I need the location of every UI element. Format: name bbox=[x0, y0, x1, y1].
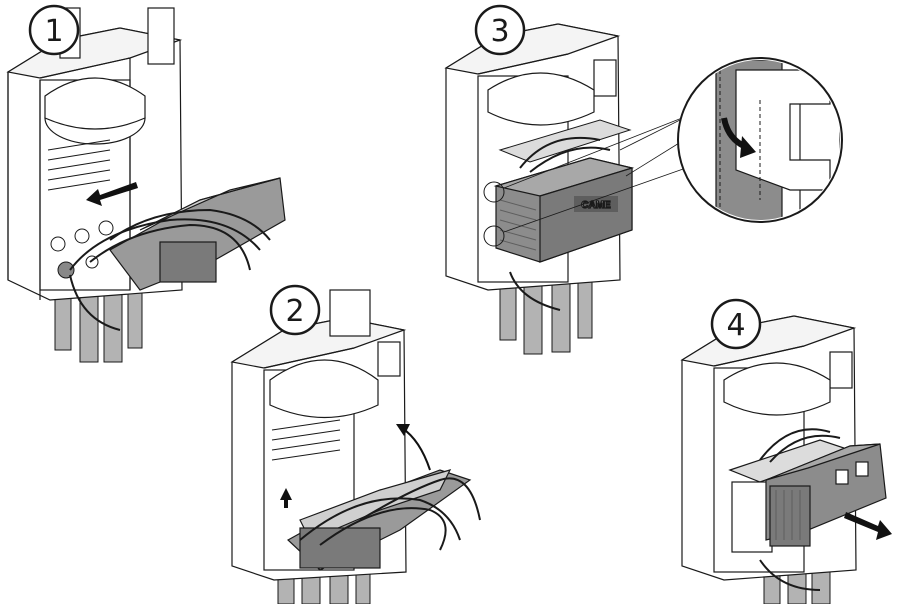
module-cover bbox=[765, 443, 887, 547]
control-board bbox=[109, 177, 286, 291]
insert-arrow-icon bbox=[86, 182, 138, 206]
zoom-detail bbox=[677, 57, 843, 223]
grill-slots bbox=[47, 139, 111, 191]
cables bbox=[69, 208, 271, 331]
clip-arrow-icon bbox=[721, 117, 756, 158]
cables bbox=[509, 136, 611, 311]
step-1-badge: 1 bbox=[28, 4, 80, 56]
brand-logo: CAME bbox=[581, 200, 611, 211]
conduits bbox=[54, 289, 143, 363]
cables bbox=[299, 477, 481, 551]
step-3-panel: CAME bbox=[444, 4, 843, 355]
transformer bbox=[44, 77, 146, 145]
step-1-panel: 1 bbox=[6, 4, 286, 363]
remove-arrow-icon bbox=[844, 512, 892, 540]
transformer bbox=[723, 362, 831, 416]
step-1-number: 1 bbox=[44, 14, 63, 49]
step-3-number: 3 bbox=[490, 14, 509, 49]
clip-arrow-icon bbox=[280, 488, 292, 508]
step-2-badge: 2 bbox=[269, 284, 321, 336]
control-board bbox=[728, 439, 852, 553]
step-2-number: 2 bbox=[285, 294, 304, 329]
control-board bbox=[286, 469, 472, 571]
grill-slots bbox=[271, 419, 341, 461]
step-4-badge: 4 bbox=[710, 298, 762, 350]
lift-arrow-icon bbox=[396, 424, 431, 471]
conduits bbox=[499, 279, 593, 355]
clip-highlight bbox=[483, 181, 505, 247]
cables bbox=[759, 428, 841, 591]
transformer bbox=[269, 359, 379, 418]
step-4-number: 4 bbox=[726, 308, 745, 343]
knockouts bbox=[50, 220, 114, 279]
step-3-badge: 3 bbox=[474, 4, 526, 56]
step-4-panel: 4 bbox=[680, 298, 892, 604]
step-2-panel: 2 bbox=[230, 284, 481, 604]
zoom-leader-lines bbox=[503, 117, 687, 233]
transformer bbox=[487, 72, 595, 126]
terminal-strip bbox=[498, 119, 632, 163]
